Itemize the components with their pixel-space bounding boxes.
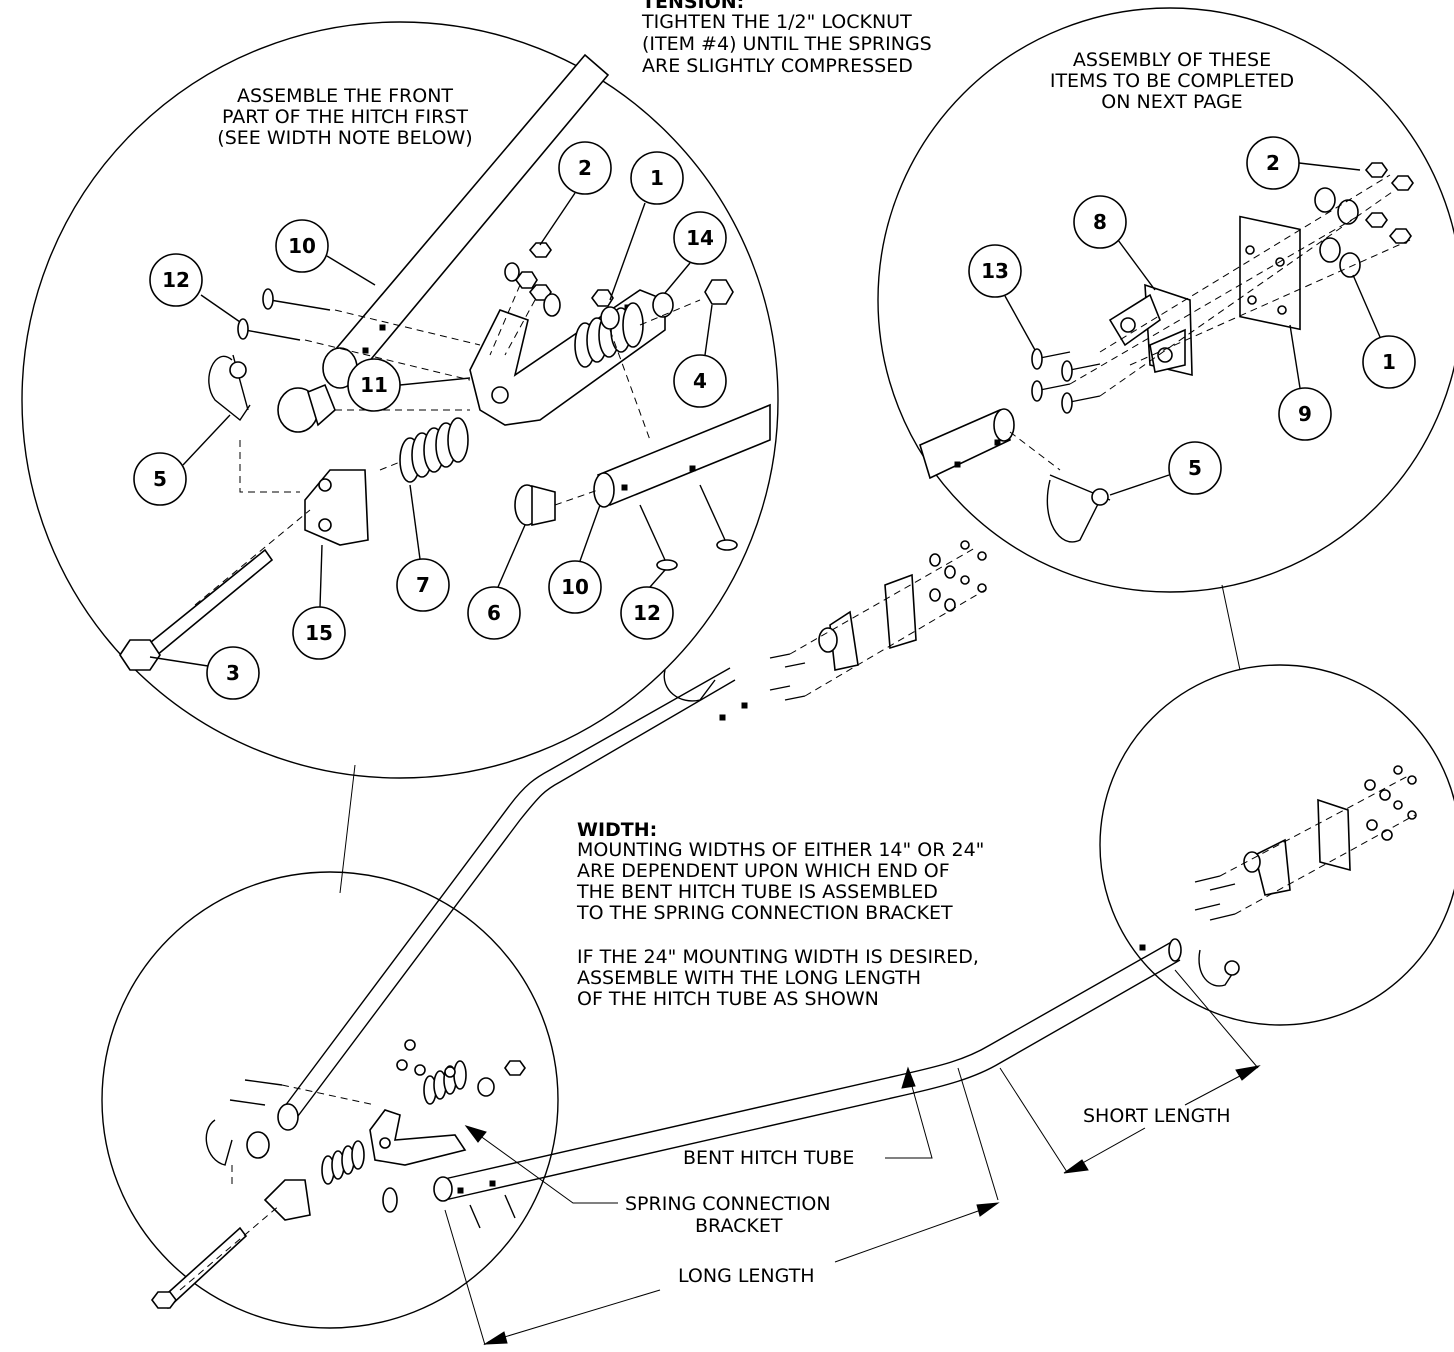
callout-15: 15 — [292, 606, 346, 660]
bent-hitch-tube-main — [277, 667, 1182, 1202]
svg-text:9: 9 — [1298, 402, 1312, 426]
lower-right-detail-circle — [1099, 664, 1454, 1026]
rear-callouts: 2 8 13 1 9 5 — [968, 136, 1416, 496]
front-note: ASSEMBLE THE FRONT PART OF THE HITCH FIR… — [217, 85, 472, 149]
label-bent-hitch-tube: BENT HITCH TUBE — [683, 1147, 854, 1169]
rear-bolts — [1031, 348, 1101, 414]
rear-tube — [919, 408, 1011, 480]
width-title: WIDTH: — [577, 819, 657, 841]
callout-12-lower: 12 — [620, 586, 674, 640]
callout-9: 9 — [1278, 387, 1332, 441]
lower-right-hardware — [1194, 765, 1417, 987]
svg-text:2: 2 — [1266, 151, 1280, 175]
rear-detail-parts — [919, 162, 1414, 543]
label-spring-bracket-1: SPRING CONNECTION — [625, 1193, 831, 1215]
svg-text:2: 2 — [578, 156, 592, 180]
width-line-3: THE BENT HITCH TUBE IS ASSEMBLED — [576, 881, 938, 903]
front-callouts: 2 1 14 10 12 4 11 5 7 10 6 12 15 3 — [133, 141, 727, 700]
svg-text:15: 15 — [305, 621, 333, 645]
mid-hardware — [663, 540, 987, 702]
next-page-line-1: ASSEMBLY OF THESE — [1073, 49, 1271, 71]
front-line-1: ASSEMBLE THE FRONT — [237, 85, 453, 107]
svg-text:10: 10 — [288, 234, 316, 258]
width-line-6: ASSEMBLE WITH THE LONG LENGTH — [577, 967, 921, 989]
rear-detail-circle — [877, 7, 1454, 593]
callout-8: 8 — [1073, 195, 1127, 249]
width-line-1: MOUNTING WIDTHS OF EITHER 14" OR 24" — [577, 839, 984, 861]
callout-4: 4 — [673, 354, 727, 408]
svg-text:7: 7 — [416, 573, 430, 597]
callout-3: 3 — [206, 646, 260, 700]
callout-2-front: 2 — [558, 141, 612, 195]
next-page-line-2: ITEMS TO BE COMPLETED — [1050, 70, 1294, 92]
bolt-upper-1 — [262, 288, 331, 311]
connector-front — [339, 764, 356, 894]
svg-text:5: 5 — [1188, 456, 1202, 480]
callout-7: 7 — [396, 558, 450, 612]
tension-line-2: (ITEM #4) UNTIL THE SPRINGS — [642, 33, 932, 55]
bolt-upper-2 — [237, 318, 301, 341]
bolt-lower-1 — [639, 504, 678, 571]
spring-lower — [399, 417, 469, 483]
bolt-lower-2 — [699, 484, 738, 551]
svg-text:3: 3 — [226, 661, 240, 685]
svg-text:14: 14 — [686, 226, 714, 250]
width-note: WIDTH: MOUNTING WIDTHS OF EITHER 14" OR … — [576, 819, 984, 1010]
callout-10-upper: 10 — [275, 219, 329, 273]
rear-plate — [1239, 215, 1301, 331]
svg-text:12: 12 — [633, 601, 661, 625]
lower-left-hardware — [151, 1039, 526, 1310]
svg-text:4: 4 — [693, 369, 707, 393]
tension-title: TENSION: — [642, 0, 744, 13]
next-page-line-3: ON NEXT PAGE — [1101, 91, 1242, 113]
tension-note: TENSION: TIGHTEN THE 1/2" LOCKNUT (ITEM … — [641, 0, 932, 77]
svg-text:1: 1 — [1382, 350, 1396, 374]
callout-6: 6 — [467, 586, 521, 640]
callout-12-upper: 12 — [149, 253, 203, 307]
callout-1-front: 1 — [630, 151, 684, 205]
width-line-4: TO THE SPRING CONNECTION BRACKET — [576, 902, 953, 924]
front-line-3: (SEE WIDTH NOTE BELOW) — [217, 127, 472, 149]
tension-line-3: ARE SLIGHTLY COMPRESSED — [642, 55, 913, 77]
callout-11: 11 — [347, 358, 401, 412]
labels: BENT HITCH TUBE SPRING CONNECTION BRACKE… — [444, 969, 1261, 1346]
svg-text:13: 13 — [981, 259, 1009, 283]
callout-13: 13 — [968, 244, 1022, 298]
width-line-5: IF THE 24" MOUNTING WIDTH IS DESIRED, — [577, 946, 979, 968]
svg-text:5: 5 — [153, 467, 167, 491]
svg-text:8: 8 — [1093, 210, 1107, 234]
lower-left-detail-circle — [101, 871, 559, 1329]
svg-text:11: 11 — [360, 373, 388, 397]
callout-1-rear: 1 — [1362, 335, 1416, 389]
label-spring-bracket-2: BRACKET — [695, 1215, 783, 1237]
detail-circles — [21, 7, 1454, 1329]
svg-text:1: 1 — [650, 166, 664, 190]
width-line-7: OF THE HITCH TUBE AS SHOWN — [577, 988, 879, 1010]
svg-text:12: 12 — [162, 268, 190, 292]
callout-5-front: 5 — [133, 452, 187, 506]
callout-5-rear: 5 — [1168, 441, 1222, 495]
connector-rear — [1221, 584, 1241, 671]
tension-line-1: TIGHTEN THE 1/2" LOCKNUT — [641, 11, 912, 33]
front-detail-circle — [21, 21, 779, 779]
front-line-2: PART OF THE HITCH FIRST — [222, 106, 468, 128]
front-detail-parts — [119, 53, 771, 671]
callout-10-lower: 10 — [548, 560, 602, 614]
svg-text:6: 6 — [487, 601, 501, 625]
svg-text:10: 10 — [561, 575, 589, 599]
next-page-note: ASSEMBLY OF THESE ITEMS TO BE COMPLETED … — [1050, 49, 1294, 113]
clevis-bracket — [304, 469, 369, 546]
callout-14: 14 — [673, 211, 727, 265]
width-line-2: ARE DEPENDENT UPON WHICH END OF — [577, 860, 950, 882]
label-short-length: SHORT LENGTH — [1083, 1105, 1231, 1127]
callout-2-rear: 2 — [1246, 136, 1300, 190]
label-long-length: LONG LENGTH — [678, 1265, 815, 1287]
